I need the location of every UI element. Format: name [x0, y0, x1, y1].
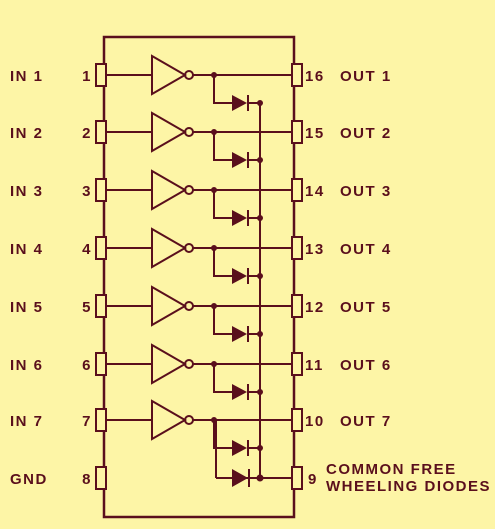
left-pin-number: 8	[82, 471, 92, 488]
junction-dot-icon	[257, 100, 263, 106]
inverter-gate-icon	[151, 111, 188, 153]
common-pin-pad	[291, 466, 303, 490]
left-pin-label: IN 4	[10, 241, 44, 258]
left-pin-pad	[95, 408, 107, 432]
right-pin-pad	[291, 63, 303, 87]
right-pin-pad	[291, 236, 303, 260]
wiring	[106, 74, 294, 479]
right-pin-label: OUT 3	[340, 183, 392, 200]
diode-wire	[213, 190, 232, 219]
components	[95, 54, 303, 490]
junction-dot-icon	[257, 445, 263, 451]
left-pin-label: IN 1	[10, 68, 44, 85]
right-pin-label: OUT 4	[340, 241, 392, 258]
junction-dot-icon	[256, 474, 264, 482]
left-pin-number: 6	[82, 357, 92, 374]
junction-dot-icon	[257, 215, 263, 221]
inverter-gate-icon	[151, 54, 188, 96]
right-pin-pad	[291, 294, 303, 318]
junction-dot-icon	[211, 417, 217, 423]
right-pin-label: OUT 5	[340, 299, 392, 316]
inverter-bubble-icon	[184, 301, 194, 311]
left-pin-number: 5	[82, 299, 92, 316]
right-pin-pad	[291, 120, 303, 144]
diode-wire	[213, 306, 232, 335]
left-pin-number: 3	[82, 183, 92, 200]
right-pin-label: OUT 1	[340, 68, 392, 85]
common-pin-number: 9	[308, 471, 318, 488]
right-pin-pad	[291, 408, 303, 432]
junction-dot-icon	[257, 331, 263, 337]
diode-wire	[213, 132, 232, 161]
diode-icon	[232, 95, 247, 111]
diode-wire	[213, 75, 232, 104]
inverter-bubble-icon	[184, 415, 194, 425]
inverter-bubble-icon	[184, 359, 194, 369]
inverter-bubble-icon	[184, 127, 194, 137]
left-pin-pad	[95, 178, 107, 202]
right-pin-number: 11	[305, 357, 324, 374]
inverter-bubble-icon	[184, 185, 194, 195]
right-pin-pad	[291, 352, 303, 376]
inverter-bubble-icon	[184, 70, 194, 80]
inverter-gate-icon	[151, 343, 188, 385]
inverter-gate-icon	[151, 399, 188, 441]
left-pin-number: 7	[82, 413, 92, 430]
junction-dot-icon	[211, 245, 217, 251]
right-pin-label: OUT 6	[340, 357, 392, 374]
right-pin-number: 14	[305, 183, 325, 200]
right-pin-number: 12	[305, 299, 325, 316]
diode-wire	[213, 420, 232, 449]
diode-icon	[232, 210, 247, 226]
junction-dot-icon	[211, 361, 217, 367]
common-pin-label-line2: WHEELING DIODES	[326, 478, 491, 495]
junction-dot-icon	[257, 389, 263, 395]
left-pin-pad	[95, 63, 107, 87]
right-pin-number: 10	[305, 413, 325, 430]
diode-icon	[232, 326, 247, 342]
junction-dot-icon	[211, 129, 217, 135]
diode-icon	[232, 268, 247, 284]
right-pin-label: OUT 2	[340, 125, 392, 142]
right-pin-number: 16	[305, 68, 325, 85]
inverter-bubble-icon	[184, 243, 194, 253]
junction-dot-icon	[211, 303, 217, 309]
diode-icon	[232, 384, 247, 400]
chip-body	[102, 35, 296, 519]
left-pin-number: 4	[82, 241, 92, 258]
diode-wire	[213, 364, 232, 393]
inverter-gate-icon	[151, 285, 188, 327]
left-pin-pad	[95, 352, 107, 376]
left-pin-number: 1	[82, 68, 92, 85]
inverter-gate-icon	[151, 227, 188, 269]
left-pin-label: IN 2	[10, 125, 44, 142]
left-pin-pad	[95, 120, 107, 144]
junction-dot-icon	[257, 273, 263, 279]
junction-dot-icon	[211, 187, 217, 193]
right-pin-label: OUT 7	[340, 413, 392, 430]
left-pin-label: IN 7	[10, 413, 44, 430]
diode-icon	[232, 440, 247, 456]
diode-icon	[232, 469, 248, 487]
right-pin-pad	[291, 178, 303, 202]
left-pin-label: IN 6	[10, 357, 44, 374]
left-pin-label: GND	[10, 471, 48, 488]
junction-dot-icon	[257, 157, 263, 163]
left-pin-pad	[95, 466, 107, 490]
left-pin-number: 2	[82, 125, 92, 142]
right-pin-number: 13	[305, 241, 325, 258]
diode-icon	[232, 152, 247, 168]
left-pin-pad	[95, 294, 107, 318]
common-pin-label-line1: COMMON FREE	[326, 461, 457, 478]
right-pin-number: 15	[305, 125, 325, 142]
diode-wire	[213, 248, 232, 277]
left-pin-label: IN 5	[10, 299, 44, 316]
left-pin-pad	[95, 236, 107, 260]
inverter-gate-icon	[151, 169, 188, 211]
left-pin-label: IN 3	[10, 183, 44, 200]
junction-dot-icon	[211, 72, 217, 78]
